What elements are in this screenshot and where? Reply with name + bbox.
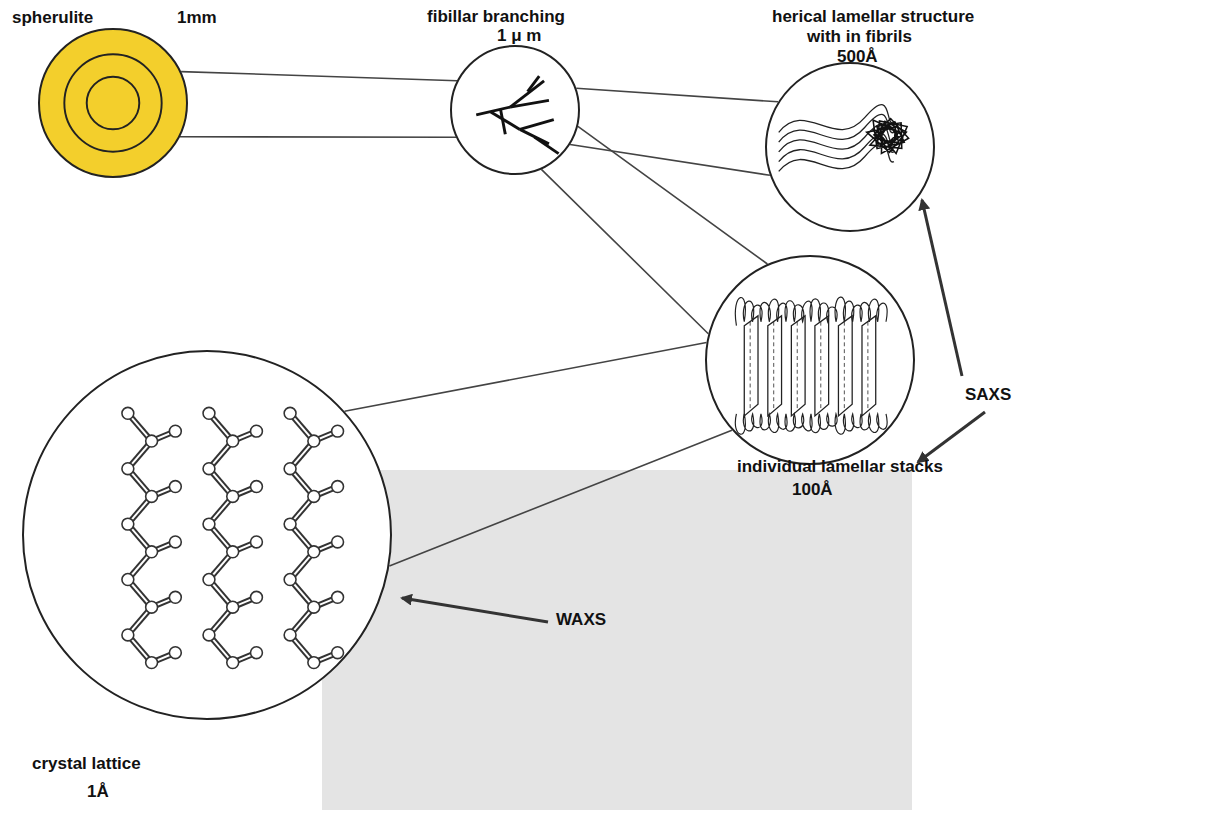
saxs-arrow	[922, 200, 962, 376]
structure-illustration	[767, 64, 933, 230]
structure-name: herical lamellar structure	[772, 7, 974, 27]
saxs-arrow	[918, 412, 985, 462]
method-label: SAXS	[965, 385, 1011, 405]
structure-illustration	[24, 352, 390, 718]
structure-name: fibillar branching	[427, 7, 565, 27]
photo-area	[322, 470, 912, 810]
waxs-arrow	[402, 598, 548, 622]
scale-label: 1Å	[87, 782, 109, 802]
scale-label: 100Å	[792, 480, 833, 500]
scale-label: 1mm	[177, 8, 217, 28]
scale-label: 1 μ m	[497, 26, 541, 46]
structure-illustration	[40, 30, 186, 176]
structure-illustration	[452, 47, 578, 173]
structure-name: crystal lattice	[32, 754, 141, 774]
structure-circle: crystal lattice1Å	[22, 350, 392, 720]
structure-circle: herical lamellar structurewith in fibril…	[765, 62, 935, 232]
structure-circle: spherulite1mm	[38, 28, 188, 178]
scale-label: 500Å	[837, 47, 878, 67]
structure-illustration	[707, 257, 913, 463]
structure-circle: fibillar branching1 μ m	[450, 45, 580, 175]
zoom-connector	[345, 343, 732, 566]
scale-label: with in fibrils	[807, 27, 912, 47]
structure-circle: individual lamellar stacks100Å	[705, 255, 915, 465]
zoom-connector	[570, 88, 778, 175]
structure-name: individual lamellar stacks	[737, 457, 943, 477]
zoom-connector	[180, 72, 457, 138]
structure-name: spherulite	[12, 8, 93, 28]
method-label: WAXS	[556, 610, 606, 630]
